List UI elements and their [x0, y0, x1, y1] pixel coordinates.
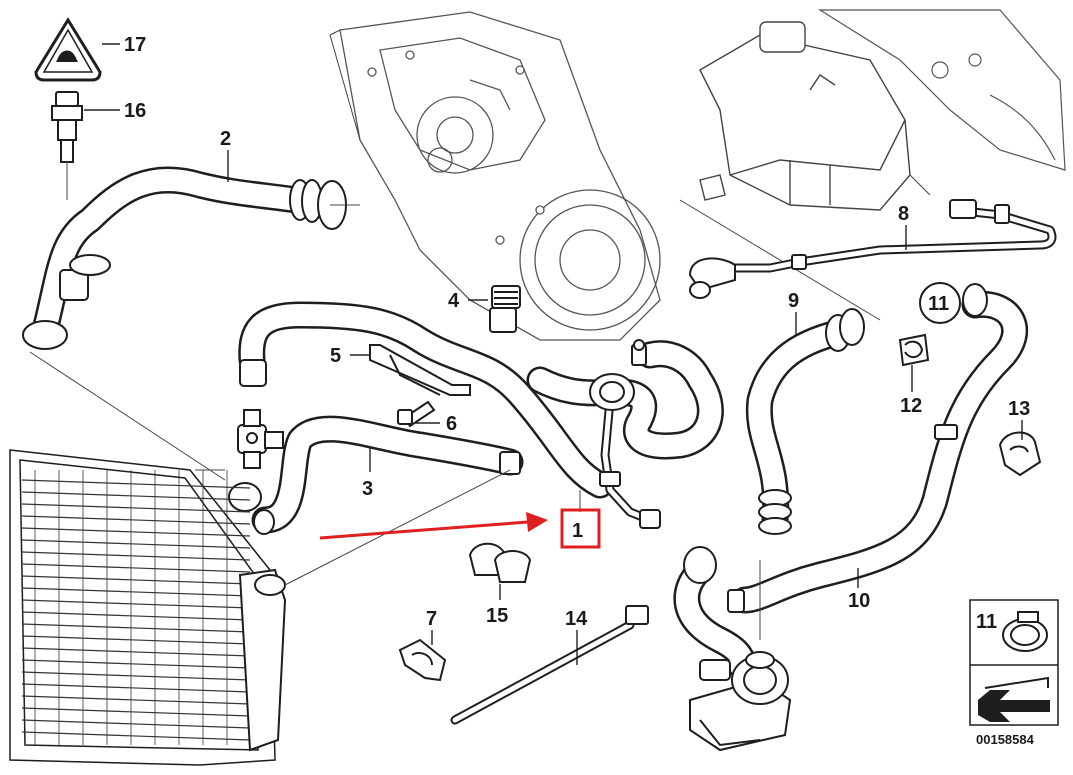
cable-tie-14: [450, 605, 649, 725]
bolt-6: [397, 400, 436, 428]
callout-8: 8: [898, 203, 909, 225]
callout-5: 5: [330, 345, 341, 367]
callout-2: 2: [220, 128, 231, 150]
clip-15: [468, 542, 532, 583]
expansion-tank: [699, 21, 911, 211]
diagram-code: 00158584: [976, 732, 1035, 747]
radiator-fin: [21, 491, 251, 501]
clamp-12: [898, 333, 930, 367]
radiator-fin: [21, 635, 251, 645]
legend-part-number: 11: [976, 611, 997, 633]
callout-3: 3: [362, 478, 373, 500]
radiator-fin: [21, 707, 251, 717]
radiator-fin: [21, 731, 251, 741]
hose-clamp-11-callout: [919, 282, 961, 324]
callout-1: 1: [572, 520, 583, 542]
callout-16: 16: [124, 100, 146, 122]
radiator-fin: [21, 683, 251, 693]
hose-9: [745, 308, 865, 535]
highlight-arrow: [319, 512, 548, 540]
clip-13: [998, 431, 1042, 477]
radiator-fin: [21, 515, 251, 525]
radiator-fin: [21, 575, 251, 585]
bleed-screw-4: [489, 285, 521, 333]
hose-3: [228, 301, 614, 535]
radiator-side-tank: [238, 568, 287, 752]
t-connector: [237, 409, 284, 469]
callout-7: 7: [426, 608, 437, 630]
radiator-fin: [21, 563, 251, 573]
radiator-fin: [21, 587, 251, 597]
radiator-fin: [21, 695, 251, 705]
radiator-fin: [21, 551, 251, 561]
engine-leader-line: [329, 29, 361, 141]
temperature-sensor-16: [51, 91, 83, 163]
radiator-fin: [21, 671, 251, 681]
legend-clamp-icon: [1002, 611, 1048, 652]
callout-13: 13: [1008, 398, 1030, 420]
radiator-fin: [21, 719, 251, 729]
legend-box: [969, 599, 1059, 726]
callout-14: 14: [565, 608, 588, 630]
radiator-fin: [21, 659, 251, 669]
engine-cover-right: [817, 9, 1066, 171]
engine-timing-cover: [339, 11, 661, 341]
radiator-fin: [21, 503, 251, 513]
thermostat-pipe-1: [526, 339, 724, 529]
highlight-box: [560, 508, 601, 549]
callout-4: 4: [448, 290, 460, 312]
radiator-fin: [21, 479, 251, 489]
legend-arrow-icon: [978, 676, 1050, 722]
warning-label-17: [34, 17, 102, 82]
radiator-fins: [21, 470, 251, 745]
vent-hose-8: [688, 199, 1057, 299]
callout-9: 9: [788, 290, 799, 312]
bracket-5: [369, 344, 471, 396]
radiator-fin: [21, 539, 251, 549]
hose2-guides: [29, 204, 360, 481]
electric-water-pump: [689, 651, 792, 752]
tank-leader-line: [679, 174, 931, 321]
hose-10: [673, 283, 1029, 679]
callout-11: 11: [928, 293, 949, 315]
radiator-fin: [21, 647, 251, 657]
clip-7: [398, 638, 447, 682]
callout-17: 17: [124, 34, 146, 56]
callout-12: 12: [900, 395, 922, 417]
radiator-fin: [21, 599, 251, 609]
callout-10: 10: [848, 590, 870, 612]
callout-6: 6: [446, 413, 457, 435]
radiator-hose-2: [22, 166, 347, 350]
radiator-fin: [21, 623, 251, 633]
radiator-fin: [21, 527, 251, 537]
callout-15: 15: [486, 605, 508, 627]
radiator-fin: [21, 611, 251, 621]
radiator-guides: [195, 469, 511, 586]
